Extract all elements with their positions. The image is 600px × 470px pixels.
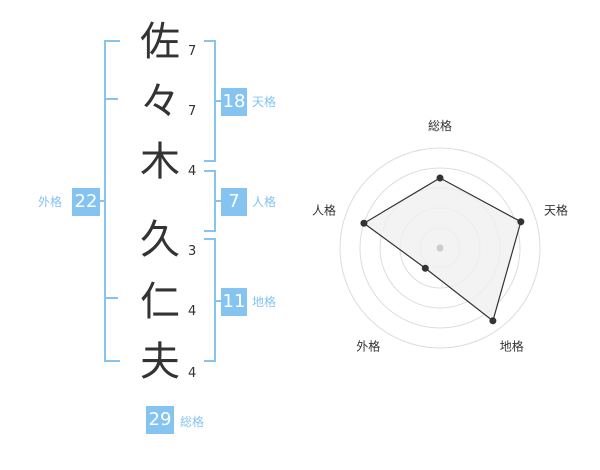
tenkaku-value: 18 <box>221 88 247 116</box>
radar-label-天格: 天格 <box>544 202 568 217</box>
stroke-count-1: 7 <box>188 44 197 59</box>
stroke-count-5: 4 <box>188 304 197 319</box>
name-char-5: 仁 <box>140 279 180 325</box>
radar-label-外格: 外格 <box>356 339 380 354</box>
stroke-count-4: 3 <box>188 244 197 259</box>
radar-point-人格 <box>360 219 368 227</box>
bracket-tick <box>214 100 222 102</box>
gaikaku-bracket <box>104 40 120 362</box>
bracket-tick <box>214 200 222 202</box>
radar-center-dot <box>436 244 444 252</box>
name-char-6: 夫 <box>140 339 180 385</box>
gaikaku-value: 22 <box>72 188 100 216</box>
name-char-1: 佐 <box>140 19 180 65</box>
bracket-tick <box>104 98 118 100</box>
name-char-4: 久 <box>140 217 180 263</box>
radar-point-総格 <box>436 174 444 182</box>
jinkaku-label: 人格 <box>252 195 277 209</box>
radar-label-地格: 地格 <box>500 339 524 354</box>
radar-points <box>360 174 525 325</box>
gaikaku-label: 外格 <box>38 195 63 209</box>
radar-point-外格 <box>421 264 429 272</box>
stroke-count-6: 4 <box>188 366 197 381</box>
radar-ring <box>359 167 521 329</box>
chikaku-value: 11 <box>221 288 247 316</box>
tenkaku-label: 天格 <box>252 95 277 109</box>
chikaku-label: 地格 <box>252 295 277 309</box>
radar-label-人格: 人格 <box>312 202 336 217</box>
bracket-tick <box>214 300 222 302</box>
radar-point-地格 <box>489 317 497 325</box>
stroke-count-3: 4 <box>188 164 197 179</box>
jinkaku-value: 7 <box>221 188 247 216</box>
radar-ring <box>339 147 541 349</box>
soukaku-label: 総格 <box>180 415 205 429</box>
bracket-tick <box>104 297 118 299</box>
name-char-2: 々 <box>140 79 180 125</box>
radar-point-天格 <box>517 218 525 226</box>
radar-label-総格: 総格 <box>428 118 452 133</box>
soukaku-value: 29 <box>146 406 174 434</box>
name-char-3: 木 <box>140 139 180 185</box>
stroke-count-2: 7 <box>188 104 197 119</box>
